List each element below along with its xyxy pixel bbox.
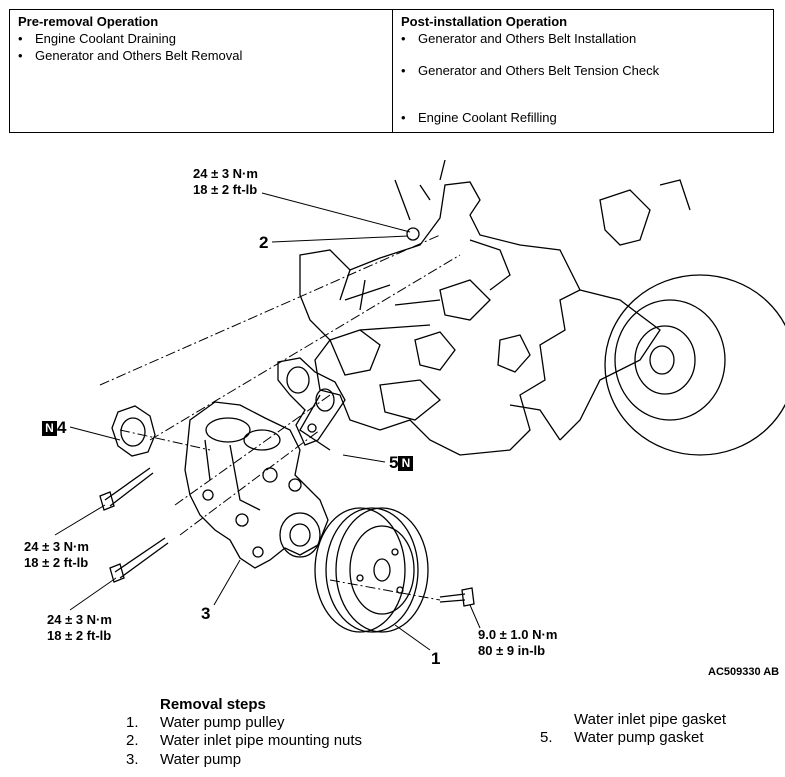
removal-step: 1.Water pump pulley [126, 714, 285, 731]
post-installation-item: •Generator and Others Belt Installation [401, 31, 637, 46]
callout-1: 1 [431, 649, 441, 668]
removal-steps-title: Removal steps [160, 696, 266, 713]
pre-removal-item: •Engine Coolant Draining [18, 31, 176, 46]
leader-lines [54, 192, 481, 651]
torque-nut-top: 24 ± 3 N·m 18 ± 2 ft-lb [193, 166, 258, 197]
callout-3: 3 [201, 604, 211, 623]
pre-removal-section: Pre-removal Operation •Engine Coolant Dr… [10, 10, 393, 132]
figure-reference-code: AC509330 AB [708, 666, 780, 678]
new-part-icon: N [42, 421, 57, 436]
new-part-icon: N [398, 456, 414, 471]
water-pump-pulley [314, 507, 429, 633]
engine-block [299, 159, 691, 456]
water-pump-exploded-diagram: 24 ± 3 N·m 18 ± 2 ft-lb 24 ± 3 N·m 18 ± … [0, 150, 785, 690]
alignment-lines [99, 234, 461, 601]
removal-step: 2.Water inlet pipe mounting nuts [126, 732, 363, 749]
inlet-pipe-gasket [277, 357, 346, 446]
removal-step: Water inlet pipe gasket [574, 711, 727, 728]
water-pump-gasket [111, 405, 156, 457]
post-installation-item: •Engine Coolant Refilling [401, 110, 557, 125]
removal-step: 3.Water pump [126, 751, 242, 768]
water-pump-body [184, 401, 329, 569]
torque-pulley-bolt: 9.0 ± 1.0 N·m 80 ± 9 in-lb [478, 627, 558, 658]
torque-bolt-lower: 24 ± 3 N·m 18 ± 2 ft-lb [47, 612, 112, 643]
operations-table: Pre-removal Operation •Engine Coolant Dr… [9, 9, 774, 133]
crankshaft-pulley-partial [604, 274, 785, 456]
pre-removal-title: Pre-removal Operation [18, 14, 159, 29]
post-installation-item: •Generator and Others Belt Tension Check [401, 63, 660, 78]
torque-bolt-upper: 24 ± 3 N·m 18 ± 2 ft-lb [24, 539, 89, 570]
pre-removal-item: •Generator and Others Belt Removal [18, 48, 243, 63]
post-installation-title: Post-installation Operation [401, 14, 568, 29]
bolts [99, 227, 475, 607]
callout-2: 2 [259, 233, 269, 252]
post-installation-section: Post-installation Operation •Generator a… [393, 10, 773, 132]
diagram-drawing [54, 159, 785, 651]
removal-step: 5.Water pump gasket [540, 729, 704, 746]
